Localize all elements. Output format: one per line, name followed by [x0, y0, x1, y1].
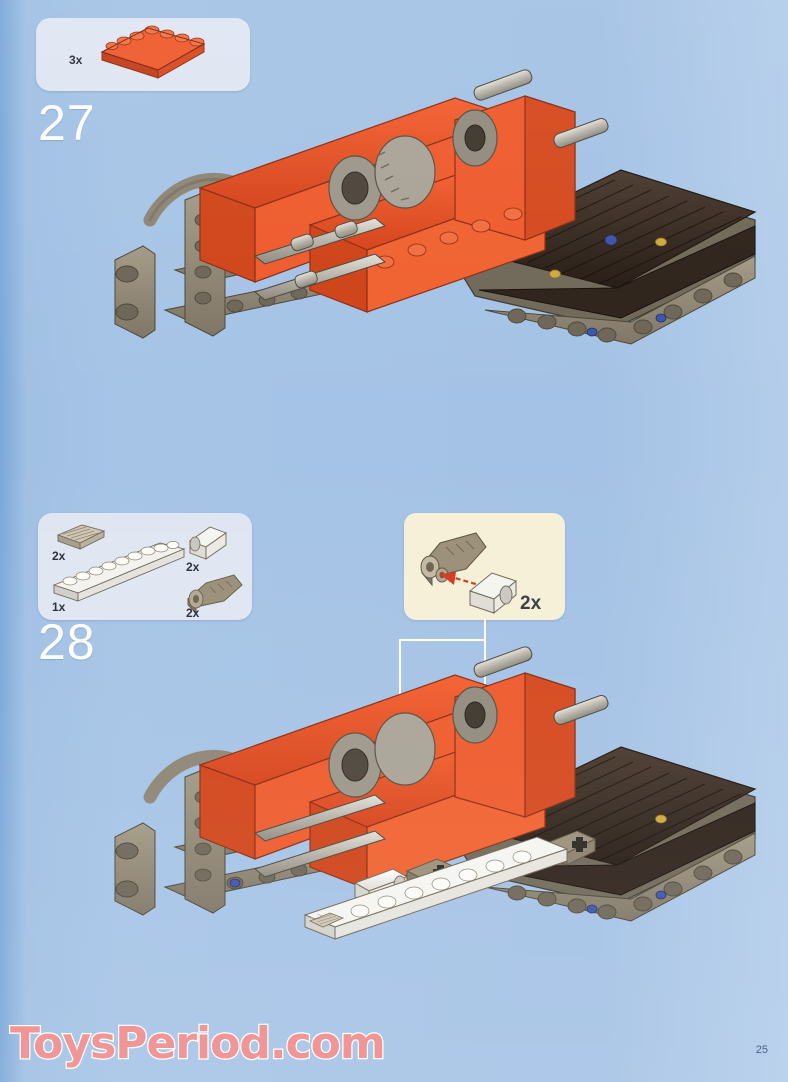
- parts-illustration-step-27: 3x: [69, 25, 206, 79]
- yellow-pin: [549, 237, 667, 279]
- gear-train: [253, 646, 609, 878]
- blue-pin: [586, 313, 667, 337]
- parts-box-step-28: 2x 1x 2x: [38, 513, 252, 620]
- watermark: ToysPeriod.com: [9, 1017, 387, 1071]
- model-illustration-step-27: [55, 60, 765, 390]
- step-number-27: 27: [38, 95, 96, 151]
- track-assembly-right: [452, 169, 757, 345]
- part-plate-1x10-white: [52, 541, 186, 602]
- callout-white-pin: [468, 572, 518, 615]
- part-angled-connector-tan: [187, 574, 243, 615]
- qty-label: 2x: [186, 560, 200, 574]
- parts-box-step-27: 3x: [36, 18, 250, 91]
- new-parts-step-28: [303, 830, 597, 940]
- step-number-28: 28: [38, 614, 96, 670]
- grille-tiles: [308, 912, 345, 928]
- blue-pin: [604, 234, 618, 246]
- qty-label: 2x: [186, 606, 200, 620]
- part-pin-bush-white: [189, 526, 227, 560]
- assembly-arrow-icon: [440, 572, 480, 587]
- sub-assembly-callout-step-28: 2x: [404, 513, 565, 620]
- qty-label: 1x: [52, 600, 66, 614]
- callout-qty-label: 2x: [520, 593, 542, 614]
- part-plate-4x4-orange: [100, 25, 206, 79]
- sub-assembly-illustration: 2x: [420, 532, 542, 615]
- gear-train: [253, 69, 618, 301]
- parts-illustration-step-28: 2x 1x 2x: [52, 524, 243, 620]
- qty-label: 2x: [52, 549, 66, 563]
- page-number: 25: [755, 1044, 768, 1056]
- qty-label: 3x: [69, 53, 83, 67]
- blue-pin: [229, 878, 241, 888]
- model-illustration-step-28: [55, 625, 765, 965]
- part-grille-tile: [56, 524, 106, 550]
- blue-pin: [586, 890, 667, 914]
